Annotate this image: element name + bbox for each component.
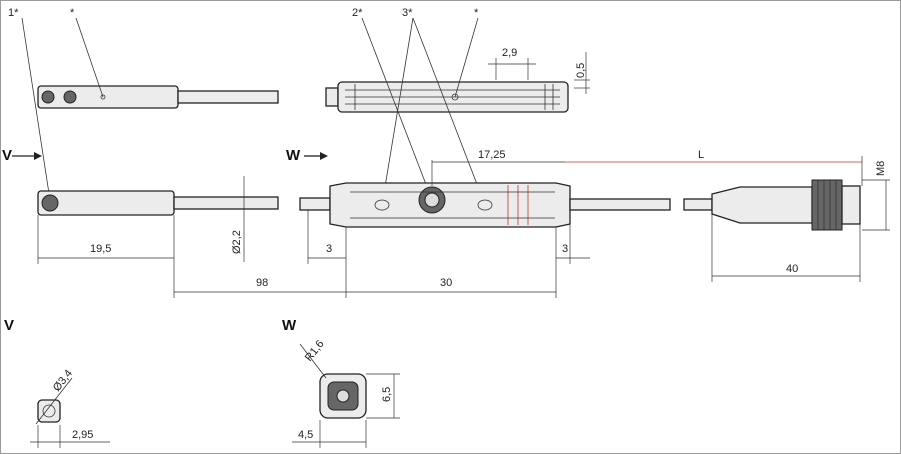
- dim-17-25-label: 17,25: [478, 149, 506, 161]
- dim-m8-label: M8: [875, 161, 887, 176]
- leader-3b: [412, 17, 486, 206]
- side-cable-right-2: [683, 198, 713, 211]
- side-oval-hole-2: [477, 199, 493, 211]
- view-w-arrowhead: [320, 152, 328, 160]
- side-oval-hole: [374, 199, 390, 211]
- text-labels: 1* * 2* 3* * 2,9 0,5 V W 17,25 L M8 19,5…: [2, 7, 887, 441]
- leader-star-right: [454, 17, 479, 98]
- side-amplifier-body: [329, 182, 571, 228]
- dim-3-4-label: Ø3,4: [51, 368, 75, 394]
- section-w-center: [336, 389, 350, 403]
- side-left-cable: [173, 196, 279, 210]
- top-left-cable: [177, 90, 279, 104]
- section-v-title: V: [4, 317, 14, 334]
- m8-thread: [841, 185, 861, 225]
- section-w-radius-leader: [299, 343, 327, 379]
- side-dimensions: [37, 156, 890, 298]
- section-v-profile: [37, 399, 61, 423]
- dim-4-5-label: 4,5: [298, 429, 313, 441]
- side-cable-right: [569, 198, 671, 211]
- callout-star-left: *: [70, 7, 75, 19]
- dim-L-label: L: [698, 149, 704, 161]
- leader-2: [361, 17, 433, 201]
- dim-98-label: 98: [256, 277, 268, 289]
- dim-r1-6-label: R1,6: [303, 338, 327, 364]
- m8-knurled-nut: [811, 179, 843, 231]
- top-left-mount-hole-2: [63, 90, 77, 104]
- callout-1: 1*: [8, 7, 19, 19]
- dim-3-left-label: 3: [326, 243, 332, 255]
- top-view: [37, 52, 590, 113]
- dim-2-2-label: Ø2,2: [231, 230, 243, 254]
- dim-3-right-label: 3: [562, 243, 568, 255]
- dim-40-label: 40: [786, 263, 798, 275]
- section-v-leader: [35, 377, 73, 425]
- view-w-label: W: [286, 147, 301, 164]
- top-body-led: [451, 93, 459, 101]
- top-cable-end: [325, 87, 339, 107]
- leader-3a: [381, 17, 414, 206]
- side-potentiometer-center: [424, 192, 440, 208]
- section-view-v: [30, 377, 110, 448]
- section-view-w: [292, 343, 400, 448]
- side-cable-end: [299, 197, 331, 211]
- section-w-title: W: [282, 317, 297, 334]
- dim-0-5-label: 0,5: [575, 63, 587, 78]
- top-left-led: [100, 94, 106, 100]
- top-left-mount-hole: [41, 90, 55, 104]
- side-view: [12, 152, 861, 231]
- dim-30-label: 30: [440, 277, 452, 289]
- callout-leaders: [21, 17, 486, 206]
- view-v-label: V: [2, 147, 12, 164]
- leader-1: [21, 17, 51, 201]
- dim-19-5-label: 19,5: [90, 243, 111, 255]
- m8-connector-body: [711, 186, 813, 224]
- dim-6-5-label: 6,5: [381, 387, 393, 402]
- callout-2: 2*: [352, 7, 363, 19]
- dim-2-9-label: 2,9: [502, 47, 517, 59]
- callout-star-right: *: [474, 7, 479, 19]
- dim-2-95-label: 2,95: [72, 429, 93, 441]
- side-left-mount: [41, 194, 59, 212]
- top-left-sensor-head: [37, 85, 179, 109]
- callout-3: 3*: [402, 7, 413, 19]
- leader-star-left: [75, 17, 104, 98]
- view-v-arrowhead: [34, 152, 42, 160]
- section-v-hole: [42, 404, 56, 418]
